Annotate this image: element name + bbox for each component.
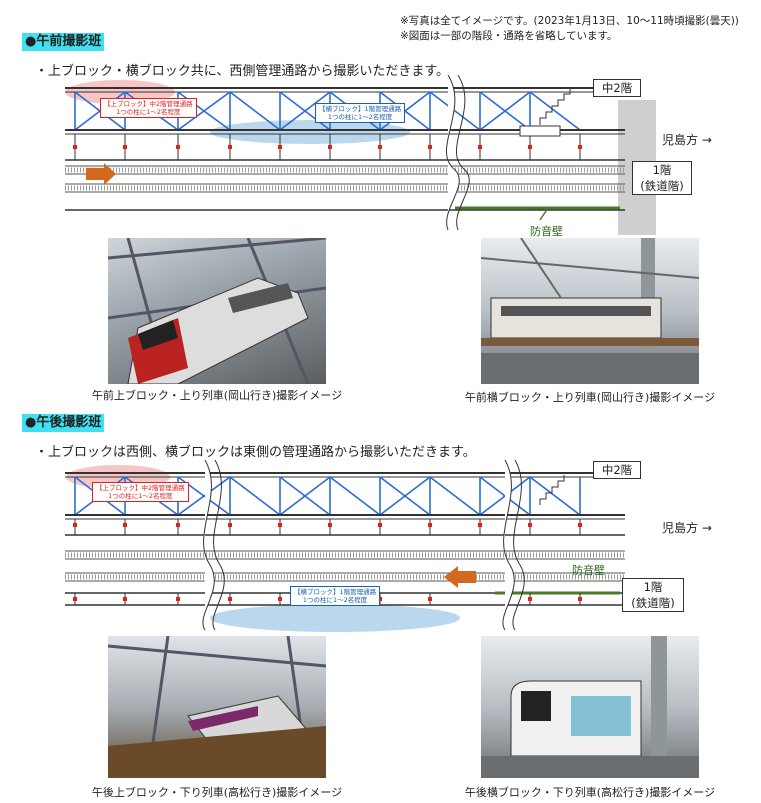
side-block-area	[210, 120, 410, 144]
morning-section-title: ●午前撮影班	[22, 33, 105, 51]
morning-left-caption: 午前上ブロック・上り列車(岡山行き)撮影イメージ	[91, 389, 343, 402]
morning-bridge-diagram	[65, 74, 656, 235]
columns	[73, 134, 582, 160]
afternoon-side-photo-illustration	[481, 636, 699, 778]
morning-soundwall-label: 防音壁	[530, 225, 563, 238]
afternoon-floor1-label: 1階 (鉄道階)	[622, 578, 684, 612]
morning-upper-block-tag: 【上ブロック】中2階管理通路 1つの柱に1～2名程度	[100, 98, 197, 118]
afternoon-upper-block-tag: 【上ブロック】中2階管理通路 1つの柱に1～2名程度	[92, 482, 189, 502]
staircase	[539, 475, 565, 505]
afternoon-side-photo	[481, 636, 699, 778]
afternoon-mezzanine-label: 中2階	[593, 461, 641, 479]
morning-upper-photo	[108, 238, 326, 384]
afternoon-section-title: ●午後撮影班	[22, 414, 105, 432]
photo-note: ※写真は全てイメージです。(2023年1月13日、10～11時頃撮影(曇天))	[400, 15, 739, 27]
train-direction-arrow	[444, 566, 476, 588]
afternoon-upper-photo-illustration	[108, 636, 326, 778]
afternoon-description: ・上ブロックは西側、横ブロックは東側の管理通路から撮影いただきます。	[35, 445, 476, 460]
afternoon-right-caption: 午後横ブロック・下り列車(高松行き)撮影イメージ	[464, 786, 716, 799]
afternoon-side-block-tag: 【横ブロック】1階管理通路 1つの柱に1～2名程度	[290, 586, 381, 606]
afternoon-bridge-diagram	[65, 459, 625, 632]
railway-tracks	[65, 165, 625, 193]
afternoon-upper-photo	[108, 636, 326, 778]
railway-tracks	[65, 550, 625, 582]
afternoon-left-caption: 午後上ブロック・下り列車(高松行き)撮影イメージ	[91, 786, 343, 799]
diagram-note: ※図面は一部の階段・通路を省略しています。	[400, 30, 618, 42]
afternoon-soundwall-label: 防音壁	[572, 564, 605, 577]
morning-side-photo-illustration	[481, 238, 699, 384]
morning-right-caption: 午前横ブロック・上り列車(岡山行き)撮影イメージ	[464, 391, 716, 404]
morning-description: ・上ブロック・横ブロック共に、西側管理通路から撮影いただきます。	[35, 64, 450, 79]
morning-floor1-label: 1階 (鉄道階)	[632, 161, 692, 195]
train-direction-arrow	[86, 163, 116, 185]
morning-upper-photo-illustration	[108, 238, 326, 384]
morning-direction-label: 児島方 →	[662, 133, 712, 147]
afternoon-direction-label: 児島方 →	[662, 521, 712, 535]
morning-side-photo	[481, 238, 699, 384]
staircase	[519, 88, 571, 137]
morning-mezzanine-label: 中2階	[593, 79, 641, 97]
morning-side-block-tag: 【横ブロック】1階管理通路 1つの柱に1～2名程度	[315, 103, 406, 123]
